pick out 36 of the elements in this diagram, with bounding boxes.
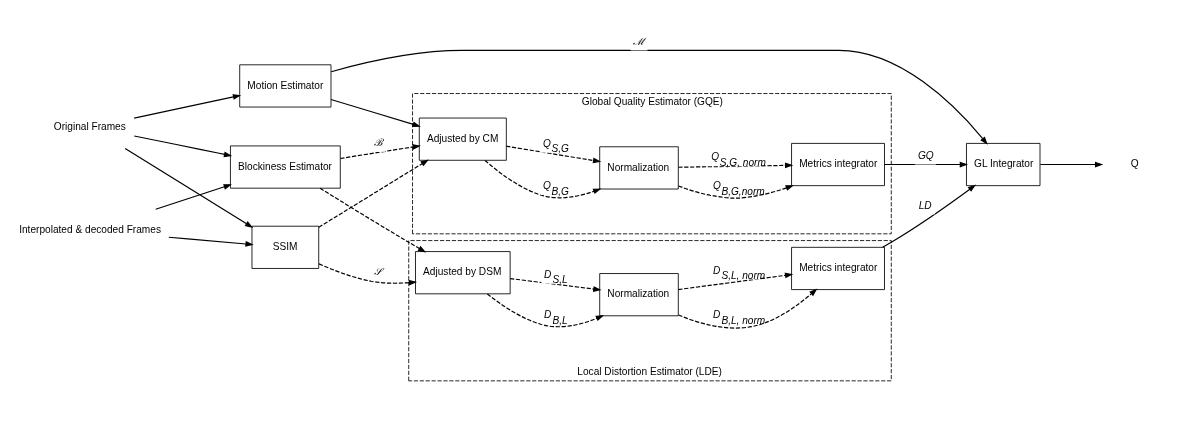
- arrow: [677, 288, 818, 329]
- node-box: Normalization: [599, 145, 679, 189]
- arrow: [509, 277, 602, 292]
- arrow: [330, 49, 988, 145]
- node-box: Adjusted by DSM: [415, 250, 511, 294]
- edge-label: LD: [918, 199, 932, 211]
- node-box: Motion Estimator: [239, 63, 332, 107]
- arrow: [677, 184, 794, 199]
- arrow: [330, 98, 421, 127]
- arrow: [133, 93, 242, 119]
- node-box: Metrics integrator: [791, 246, 885, 290]
- edge-label: ℳ: [633, 35, 646, 47]
- arrow: [505, 145, 602, 163]
- arrow: [318, 159, 429, 228]
- edge-label: ℬ: [373, 136, 382, 148]
- arrow: [677, 162, 794, 168]
- node-text: Original Frames: [53, 120, 126, 132]
- arrow: [319, 187, 427, 252]
- node-text: Interpolated & decoded Frames: [19, 223, 161, 235]
- node-text: Q: [1130, 157, 1139, 169]
- arrow: [884, 161, 968, 167]
- node-box: Metrics integrator: [791, 142, 885, 186]
- arrow: [1039, 161, 1104, 167]
- arrow: [124, 147, 254, 228]
- edge-label: GQ: [917, 149, 934, 161]
- arrow: [882, 184, 977, 248]
- node-box: GL Integrator: [966, 142, 1041, 186]
- arrow: [339, 143, 421, 159]
- arrow: [133, 134, 233, 157]
- node-box: Adjusted by CM: [418, 117, 507, 161]
- node-box: Normalization: [599, 272, 679, 316]
- arrow: [677, 272, 794, 290]
- arrow: [168, 236, 254, 247]
- node-box: SSIM: [251, 225, 320, 269]
- arrow: [155, 183, 232, 210]
- node-box: Blockiness Estimator: [230, 145, 341, 189]
